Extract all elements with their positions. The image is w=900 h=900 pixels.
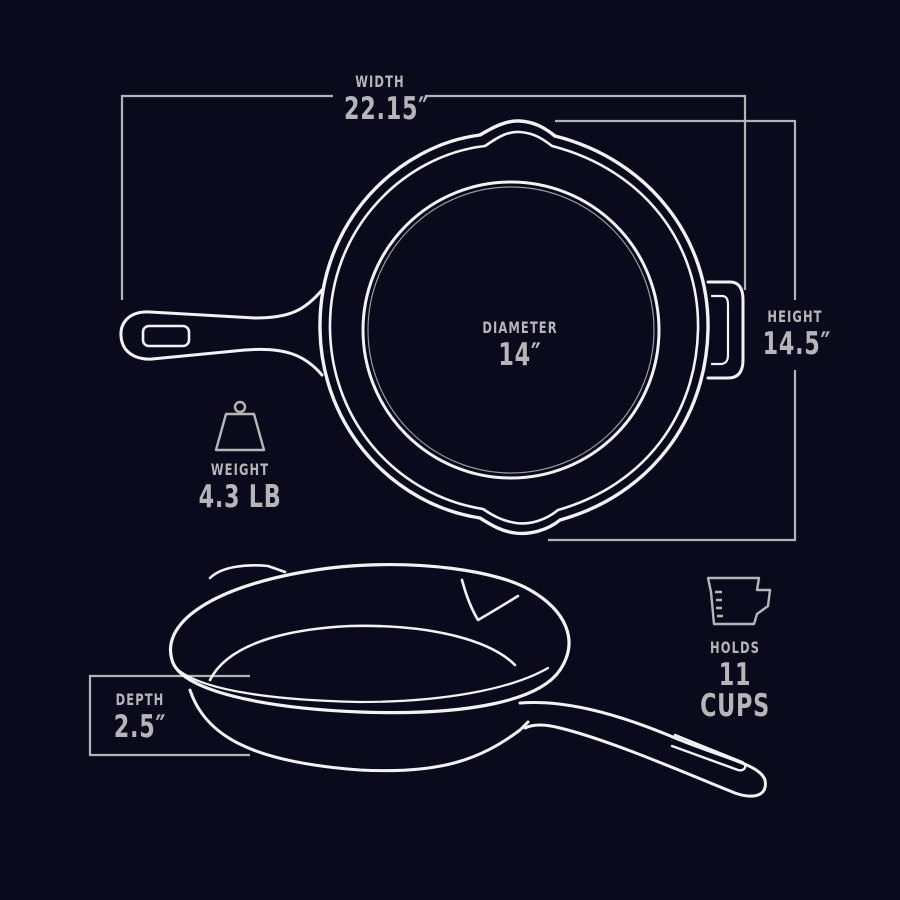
weight-caption: WEIGHT — [210, 460, 270, 479]
height-caption: HEIGHT — [767, 307, 823, 326]
weight-value: 4.3 LB — [198, 479, 282, 515]
height-line-top — [555, 119, 797, 300]
diameter-spec: DIAMETER 14″ — [477, 320, 563, 371]
depth-value: 2.5″ — [113, 709, 167, 745]
depth-line — [88, 674, 250, 757]
dimension-lines — [88, 94, 797, 757]
height-value: 14.5″ — [762, 326, 832, 362]
capacity-caption: HOLDS — [709, 638, 761, 657]
skillet-top-view — [119, 119, 745, 536]
capacity-value: 11 CUPS — [700, 657, 770, 724]
skillet-side-view — [168, 563, 767, 798]
width-value: 22.15″ — [344, 91, 429, 127]
width-line-left — [120, 94, 333, 300]
width-spec: WIDTH 22.15″ — [344, 72, 429, 127]
height-line-bottom — [548, 370, 797, 542]
depth-caption: DEPTH — [115, 690, 165, 709]
diameter-caption: DIAMETER — [482, 318, 558, 337]
capacity-spec: HOLDS 11 CUPS — [688, 640, 782, 722]
height-spec: HEIGHT 14.5″ — [762, 307, 832, 362]
width-line-right — [425, 94, 747, 290]
measuring-cup-icon — [706, 576, 772, 626]
diameter-value: 14″ — [498, 337, 542, 373]
depth-spec: DEPTH 2.5″ — [108, 692, 173, 743]
weight-spec: WEIGHT 4.3 LB — [197, 462, 283, 513]
weight-icon — [214, 400, 266, 452]
width-caption: WIDTH — [355, 72, 405, 91]
